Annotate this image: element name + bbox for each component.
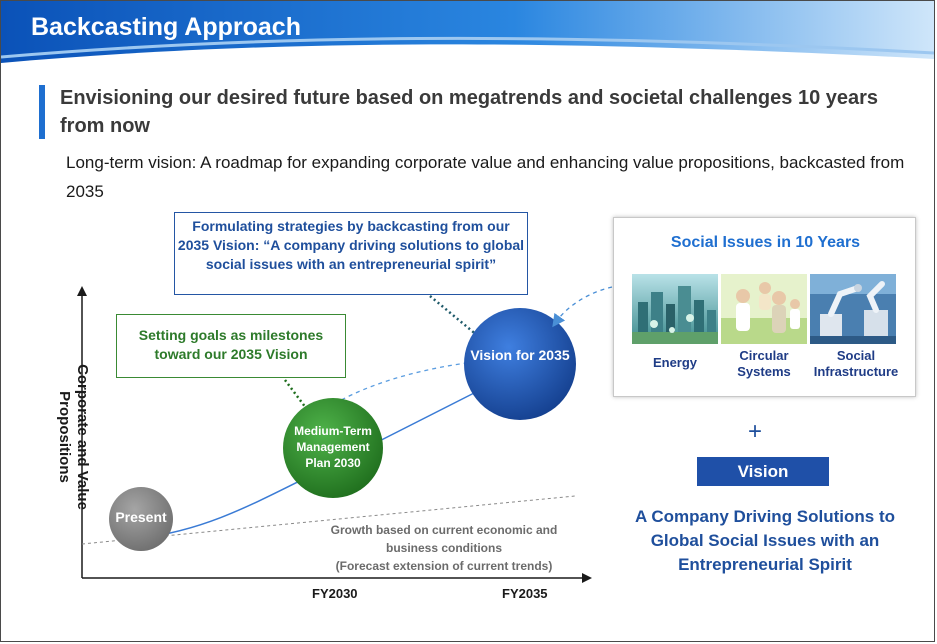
goals-connector bbox=[284, 379, 307, 409]
long-term-vision-text: Long-term vision: A roadmap for expandin… bbox=[66, 153, 905, 201]
growth-text-forecast: (Forecast extension of current trends) bbox=[335, 559, 553, 573]
header-banner: Backcasting Approach bbox=[1, 1, 934, 77]
goals-box: Setting goals as milestones toward our 2… bbox=[116, 314, 346, 378]
forecast-trend-line bbox=[81, 495, 576, 545]
social-issues-title: Social Issues in 10 Years bbox=[670, 234, 861, 251]
subtitle: Envisioning our desired future based on … bbox=[60, 87, 879, 137]
family-outdoors-photo bbox=[721, 274, 807, 344]
growth-note: Growth based on current economic and bus… bbox=[308, 521, 580, 575]
tick-fy2035: FY2035 bbox=[502, 586, 548, 601]
vision-2035-label: Vision for 2035 bbox=[470, 347, 570, 363]
mtp-circle bbox=[283, 398, 383, 498]
issues-to-vision-arrow bbox=[552, 286, 613, 328]
robot-arm-photo bbox=[810, 274, 896, 344]
present-circle bbox=[109, 487, 173, 551]
vision-circle bbox=[464, 308, 576, 420]
growth-text-main: Growth based on current economic and bus… bbox=[330, 523, 558, 555]
page-title: Backcasting Approach bbox=[31, 13, 301, 41]
issue-label-social-infrastructure: Social Infrastructure bbox=[813, 348, 899, 379]
y-axis-arrow bbox=[77, 286, 87, 296]
header-background bbox=[1, 1, 934, 77]
y-axis-label: Corporate and Value Propositions bbox=[56, 364, 91, 510]
vision-statement: A Company Driving Solutions to Global So… bbox=[634, 507, 896, 574]
mtp-label: Medium-Term Management Plan 2030 bbox=[294, 424, 372, 470]
tick-fy2030: FY2030 bbox=[312, 586, 358, 601]
issue-label-energy: Energy bbox=[652, 355, 698, 370]
x-axis-arrow bbox=[582, 573, 592, 583]
issue-label-circular-systems: Circular Systems bbox=[737, 348, 791, 379]
strategy-box: Formulating strategies by backcasting fr… bbox=[174, 212, 528, 295]
strategy-connector bbox=[429, 295, 479, 337]
vision-bar: Vision bbox=[697, 457, 829, 486]
social-issues-panel: Social Issues in 10 Years bbox=[613, 217, 916, 397]
city-energy-photo bbox=[632, 274, 718, 344]
plus-icon: + bbox=[748, 418, 763, 445]
subtitle-accent-bar bbox=[39, 85, 45, 139]
present-label: Present bbox=[115, 509, 167, 525]
